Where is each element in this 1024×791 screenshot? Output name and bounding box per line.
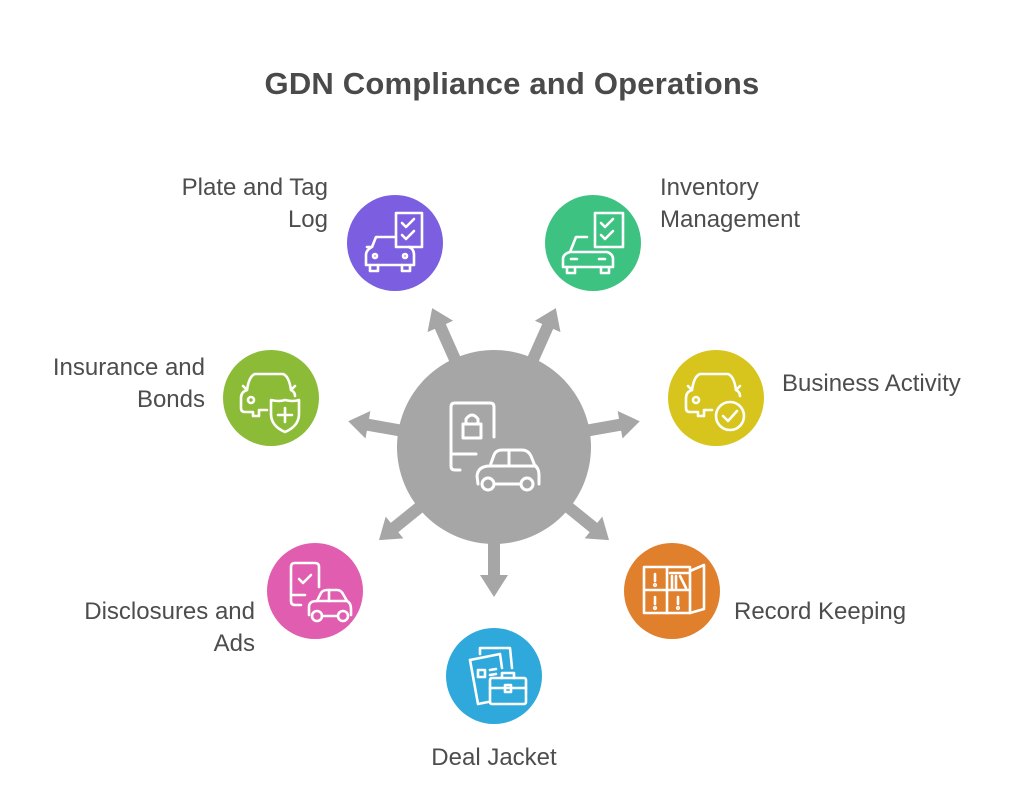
arrow-icon bbox=[560, 498, 610, 541]
label-deal-jacket: Deal Jacket bbox=[431, 744, 557, 771]
lock-phone-car-icon bbox=[449, 401, 541, 492]
cabinet-files-icon bbox=[642, 563, 706, 615]
node-business-activity bbox=[668, 350, 764, 446]
page-title: GDN Compliance and Operations bbox=[264, 66, 760, 101]
arrow-icon bbox=[581, 410, 640, 439]
documents-briefcase-icon bbox=[468, 646, 528, 706]
car-check-circle-icon bbox=[684, 372, 746, 432]
arrow-icon bbox=[480, 537, 508, 597]
car-shield-plus-icon bbox=[239, 372, 301, 434]
arrow-icon bbox=[378, 498, 428, 541]
label-insurance-and-bonds: Insurance and Bonds bbox=[52, 354, 205, 413]
arrows bbox=[348, 308, 640, 597]
arrow-icon bbox=[427, 308, 463, 368]
center-hub bbox=[397, 350, 591, 544]
node-plate-and-tag-log bbox=[347, 195, 443, 291]
arrow-icon bbox=[525, 308, 561, 368]
node-deal-jacket bbox=[446, 628, 542, 724]
phone-check-car-icon bbox=[289, 561, 353, 623]
node-disclosures-and-ads bbox=[267, 543, 363, 639]
label-record-keeping: Record Keeping bbox=[734, 598, 907, 625]
label-disclosures-and-ads: Disclosures and Ads bbox=[84, 598, 255, 657]
label-plate-and-tag-log: Plate and Tag Log bbox=[181, 174, 328, 233]
car-checklist-icon bbox=[364, 211, 424, 273]
node-record-keeping bbox=[624, 543, 720, 639]
label-inventory-management: Inventory Management bbox=[660, 174, 801, 233]
label-business-activity: Business Activity bbox=[782, 370, 961, 397]
node-insurance-and-bonds bbox=[223, 350, 319, 446]
node-inventory-management bbox=[545, 195, 641, 291]
car-checklist-icon bbox=[561, 211, 625, 275]
arrow-icon bbox=[348, 410, 407, 439]
